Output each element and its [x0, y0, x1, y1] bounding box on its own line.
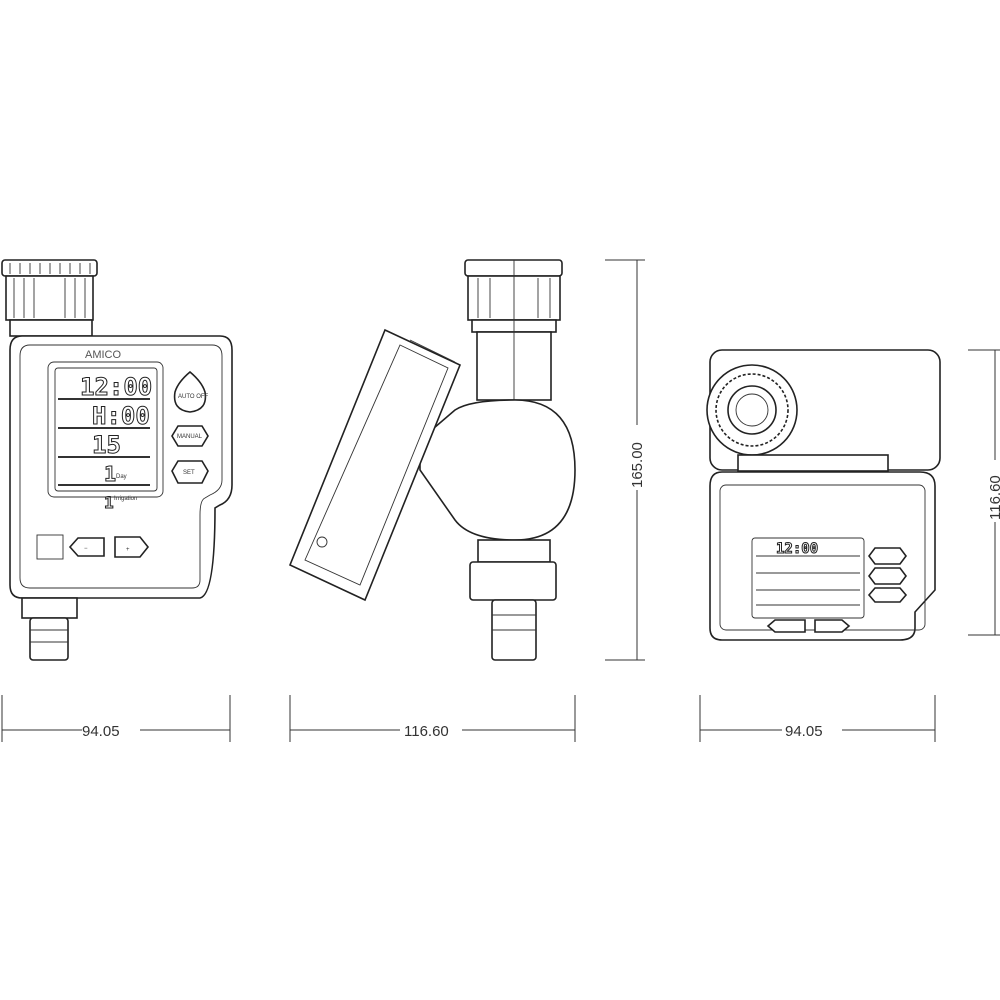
lcd-frame — [47, 361, 164, 498]
dimension-lines — [1, 259, 1000, 742]
rear-view: 12:00 — [706, 349, 941, 641]
lcd-irrigation-unit: Irrigation — [114, 496, 137, 502]
top-coupling-nut — [1, 259, 98, 337]
side-view — [288, 259, 576, 661]
dimension-front-width: 94.05 — [82, 723, 120, 740]
manufacturer-logo — [36, 534, 64, 560]
svg-text:−: − — [84, 546, 88, 552]
manual-button[interactable]: MANUAL — [171, 425, 209, 447]
bottom-hose-connector — [21, 597, 78, 661]
brand-logo: AMICO — [85, 349, 122, 361]
svg-text:SET: SET — [183, 470, 195, 476]
front-view: AMICO 12:00 H:00 15 1 Day 1 Irrigation A… — [1, 259, 233, 661]
lcd-count: 1 — [104, 493, 114, 512]
lcd-frequency: 1 — [104, 462, 116, 486]
lcd-day-unit: Day — [116, 474, 127, 480]
dimension-rear-width: 94.05 — [785, 723, 823, 740]
svg-text:AUTO OFF: AUTO OFF — [178, 394, 209, 400]
rear-lcd-time: 12:00 — [776, 541, 818, 557]
lcd-start: H:00 — [92, 402, 150, 430]
valve-body — [419, 399, 576, 541]
plus-button[interactable]: + — [114, 536, 150, 558]
dimension-side-height: 165.00 — [629, 442, 646, 488]
set-button[interactable]: SET — [171, 460, 209, 484]
minus-button[interactable]: − — [68, 537, 105, 557]
tilted-timer-body — [288, 328, 462, 602]
lcd-dividers — [58, 398, 150, 486]
svg-text:+: + — [126, 547, 130, 553]
lcd-duration: 15 — [92, 431, 121, 459]
svg-text:MANUAL: MANUAL — [177, 434, 203, 440]
dimension-rear-height: 116.60 — [987, 475, 1000, 520]
lcd-time: 12:00 — [80, 373, 152, 401]
dimension-side-width: 116.60 — [404, 723, 449, 740]
auto-off-button[interactable]: AUTO OFF — [173, 370, 209, 413]
lcd-screen — [54, 367, 158, 492]
